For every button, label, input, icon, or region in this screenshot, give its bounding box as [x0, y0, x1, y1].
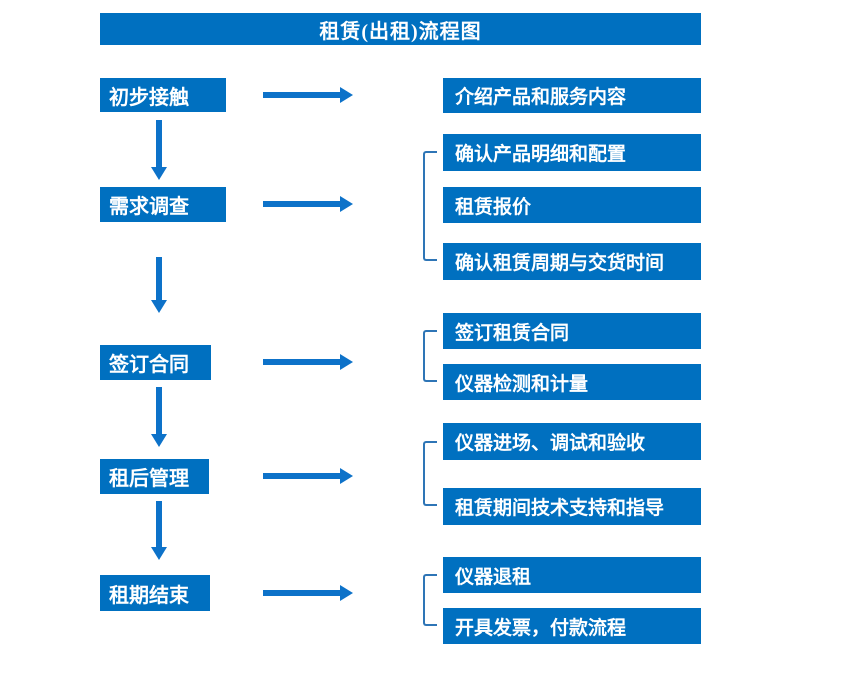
bracket-group-post-rental [423, 441, 437, 506]
right-arrow-icon-5 [263, 585, 353, 601]
down-arrow-icon-4 [151, 501, 167, 560]
detail-box-instrument-arrival: 仪器进场、调试和验收 [443, 423, 701, 460]
right-arrow-icon-4 [263, 468, 353, 484]
bracket-group-demand-survey [423, 151, 437, 261]
down-arrow-icon-3 [151, 387, 167, 447]
bracket-group-sign-contract [423, 330, 437, 382]
step-box-post-rental-management: 租后管理 [100, 459, 209, 494]
detail-box-confirm-period-delivery: 确认租赁周期与交货时间 [443, 243, 701, 280]
diagram-title: 租赁(出租)流程图 [100, 13, 701, 45]
step-box-sign-contract: 签订合同 [100, 345, 211, 380]
step-box-lease-end: 租期结束 [100, 575, 210, 611]
right-arrow-icon-3 [263, 354, 353, 370]
detail-box-instrument-return: 仪器退租 [443, 557, 701, 593]
detail-box-sign-rental-contract: 签订租赁合同 [443, 313, 701, 349]
down-arrow-icon-2 [151, 257, 167, 313]
step-box-initial-contact: 初步接触 [100, 78, 226, 112]
detail-box-instrument-testing: 仪器检测和计量 [443, 364, 701, 400]
detail-box-technical-support: 租赁期间技术支持和指导 [443, 488, 701, 525]
detail-box-rental-quote: 租赁报价 [443, 187, 701, 223]
step-box-demand-survey: 需求调查 [100, 187, 226, 222]
right-arrow-icon-2 [263, 196, 353, 212]
bracket-group-lease-end [423, 574, 437, 626]
right-arrow-icon-1 [263, 87, 353, 103]
down-arrow-icon-1 [151, 120, 167, 180]
detail-box-invoice-payment: 开具发票，付款流程 [443, 608, 701, 644]
detail-box-introduce-products: 介绍产品和服务内容 [443, 78, 701, 113]
detail-box-confirm-product-config: 确认产品明细和配置 [443, 134, 701, 171]
